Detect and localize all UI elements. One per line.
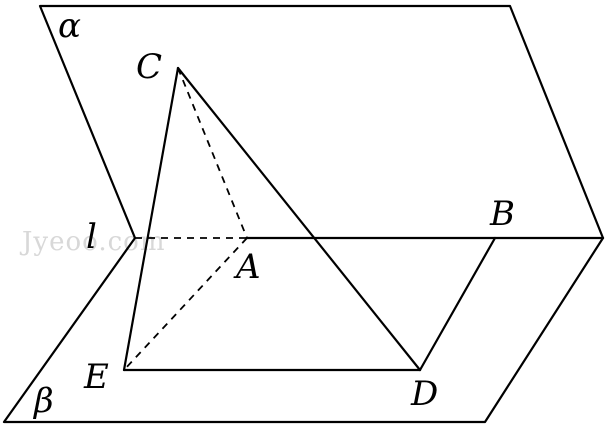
segment-ae-hidden xyxy=(123,237,248,371)
segment-ce xyxy=(122,66,180,372)
label-point-e: E xyxy=(83,357,109,397)
segment-bd xyxy=(418,236,497,372)
plane-beta-outline xyxy=(2,236,605,424)
label-plane-alpha: α xyxy=(58,6,81,46)
label-plane-beta: β xyxy=(32,381,54,421)
label-point-d: D xyxy=(410,374,438,414)
segment-ca-hidden xyxy=(177,67,248,239)
watermark: Jyeoo.com xyxy=(19,227,165,257)
label-point-c: C xyxy=(136,47,162,87)
plane-alpha-outline xyxy=(38,4,605,240)
label-point-a: A xyxy=(233,247,261,287)
label-point-b: B xyxy=(489,194,515,234)
segment-cd xyxy=(176,66,422,372)
label-line-l: l xyxy=(86,217,97,257)
